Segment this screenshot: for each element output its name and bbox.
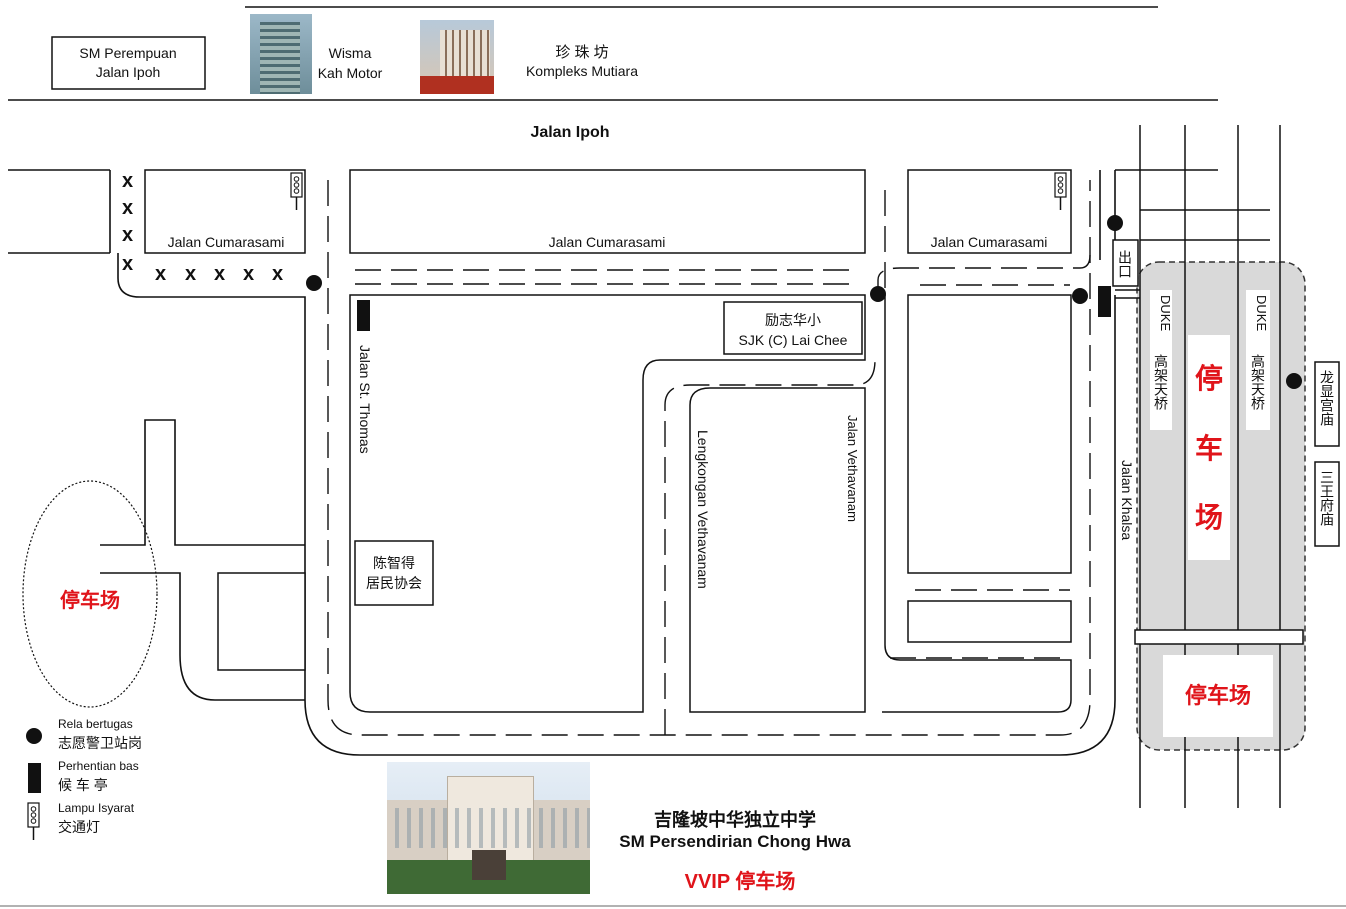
volunteer-icon bbox=[306, 275, 322, 291]
vvip-parking-label: VVIP 停车场 bbox=[685, 869, 796, 893]
cumarasami-label-2: Jalan Cumarasami bbox=[549, 234, 666, 250]
volunteer-icon bbox=[1107, 215, 1123, 231]
khalsa-label: Jalan Khalsa bbox=[1119, 460, 1135, 540]
parking-label-bg bbox=[1188, 335, 1230, 560]
outer-loop-road bbox=[117, 253, 1116, 756]
duke-1-bg bbox=[1150, 290, 1172, 430]
svg-text:x: x bbox=[272, 263, 283, 285]
svg-text:x: x bbox=[155, 263, 166, 285]
parking-left-area bbox=[22, 480, 158, 708]
volunteer-icon bbox=[870, 286, 886, 302]
block-right-upper bbox=[907, 294, 1072, 574]
volunteer-icon bbox=[1286, 373, 1302, 389]
block-cumarasami-3 bbox=[907, 169, 1072, 254]
legend-bus-cn: 候 车 亭 bbox=[58, 777, 108, 793]
mutiara-en: Kompleks Mutiara bbox=[526, 63, 638, 79]
sm-perempuan-line2: Jalan Ipoh bbox=[96, 64, 161, 80]
lai-chee-cn: 励志华小 bbox=[765, 312, 821, 328]
legend-bus-icon bbox=[28, 763, 41, 793]
parking-center-1: 停 bbox=[1195, 362, 1223, 394]
svg-text:x: x bbox=[122, 170, 133, 192]
chong-hwa-school-photo bbox=[387, 762, 590, 894]
community-line1: 陈智得 bbox=[373, 555, 415, 571]
flyover-crossing bbox=[1134, 629, 1304, 645]
kompleks-mutiara-photo bbox=[420, 20, 494, 94]
legend-bus-en: Perhentian bas bbox=[58, 759, 139, 773]
duke-2-bg bbox=[1246, 290, 1270, 430]
traffic-light-icon bbox=[1054, 172, 1067, 210]
sm-perempuan-line1: SM Perempuan bbox=[79, 45, 176, 61]
block-cumarasami-1 bbox=[144, 169, 306, 254]
parking-bottom-bg bbox=[1163, 655, 1273, 737]
temple-1-box bbox=[1314, 361, 1340, 447]
duke-1-cn: 高架天桥 bbox=[1153, 353, 1169, 410]
school-name-en: SM Persendirian Chong Hwa bbox=[619, 832, 851, 851]
exit-box bbox=[1112, 239, 1139, 287]
school-name-cn: 吉隆坡中华独立中学 bbox=[654, 809, 816, 830]
volunteer-icon bbox=[1072, 288, 1088, 304]
bus-stop-icon bbox=[357, 300, 370, 331]
traffic-light-icon bbox=[290, 172, 303, 210]
legend-volunteer-cn: 志愿警卫站岗 bbox=[58, 735, 142, 751]
side-lane-2 bbox=[100, 572, 305, 701]
sm-perempuan-box bbox=[51, 36, 206, 90]
parking-center-3: 场 bbox=[1195, 502, 1223, 533]
legend-volunteer-en: Rela bertugas bbox=[58, 717, 133, 731]
exit-label: 出口 bbox=[1117, 250, 1133, 278]
parking-left-label: 停车场 bbox=[60, 588, 120, 612]
community-box bbox=[354, 540, 434, 606]
legend-lights-cn: 交通灯 bbox=[58, 819, 100, 835]
svg-text:x: x bbox=[214, 263, 225, 285]
side-lane bbox=[100, 419, 305, 546]
svg-text:x: x bbox=[122, 253, 133, 275]
svg-text:x: x bbox=[185, 263, 196, 285]
legend-traffic-light-icon bbox=[27, 802, 40, 840]
legend-volunteer-icon bbox=[26, 728, 42, 744]
block-st-thomas bbox=[349, 294, 866, 713]
temple-1-label: 龙显宫庙 bbox=[1319, 370, 1335, 426]
wisma-kah-motor-photo bbox=[250, 14, 312, 94]
block-cumarasami-2 bbox=[349, 169, 866, 254]
lane-junction bbox=[877, 254, 1091, 295]
block-vethavanam bbox=[689, 387, 866, 713]
lane-loop bbox=[327, 180, 1091, 736]
svg-text:x: x bbox=[122, 197, 133, 219]
legend-lights-en: Lampu Isyarat bbox=[58, 801, 135, 815]
vethavanam-road-edge bbox=[882, 295, 1072, 713]
svg-text:x: x bbox=[122, 224, 133, 246]
cumarasami-label-3: Jalan Cumarasami bbox=[931, 234, 1048, 250]
community-line2: 居民协会 bbox=[366, 575, 422, 591]
lane-lengkongan bbox=[664, 359, 876, 735]
svg-text:x: x bbox=[243, 263, 254, 285]
wisma-line1: Wisma bbox=[329, 45, 372, 61]
temple-2-box bbox=[1314, 461, 1340, 547]
lengkongan-label: Lengkongan Vethavanam bbox=[695, 430, 711, 589]
vethavanam-label: Jalan Vethavanam bbox=[845, 415, 860, 522]
cumarasami-label-1: Jalan Cumarasami bbox=[168, 234, 285, 250]
lai-chee-en: SJK (C) Lai Chee bbox=[739, 332, 848, 348]
jalan-ipoh-label: Jalan Ipoh bbox=[530, 124, 609, 141]
wisma-line2: Kah Motor bbox=[318, 65, 383, 81]
lai-chee-box bbox=[723, 301, 863, 355]
st-thomas-label: Jalan St. Thomas bbox=[357, 345, 373, 454]
temple-2-label: 三王府庙 bbox=[1319, 470, 1335, 526]
mutiara-cn: 珍 珠 坊 bbox=[555, 44, 608, 61]
duke-2-label: DUKE bbox=[1254, 295, 1269, 331]
block-right-small bbox=[907, 600, 1072, 643]
block-lower-left bbox=[217, 572, 306, 671]
bus-stop-icon bbox=[1098, 286, 1111, 317]
duke-1-label: DUKE bbox=[1158, 295, 1173, 331]
parking-center-2: 车 bbox=[1195, 432, 1223, 464]
duke-2-cn: 高架天桥 bbox=[1250, 353, 1266, 410]
parking-bottom-label: 停车场 bbox=[1185, 683, 1251, 708]
